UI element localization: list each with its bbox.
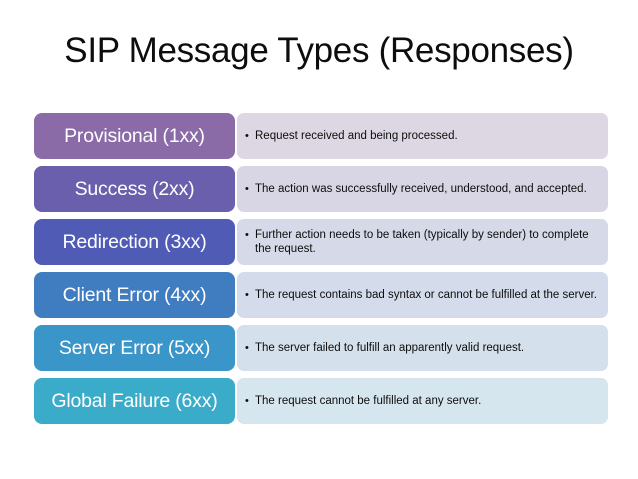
list-item: • Request received and being processed. Pr… — [34, 113, 608, 159]
response-description-panel: • The action was successfully received, u… — [237, 166, 608, 212]
bullet-line: • Further action needs to be taken (typic… — [245, 228, 598, 256]
response-description-text: Further action needs to be taken (typica… — [255, 229, 589, 255]
response-description-panel: • Further action needs to be taken (typic… — [237, 219, 608, 265]
response-class-label: Provisional (1xx) — [64, 125, 205, 147]
bullet-line: • Request received and being processed. — [245, 129, 458, 143]
response-description-text: The request contains bad syntax or canno… — [255, 289, 598, 301]
response-class-label: Client Error (4xx) — [62, 284, 207, 306]
response-class-badge: Global Failure (6xx) — [34, 378, 235, 424]
response-class-label: Redirection (3xx) — [62, 231, 207, 253]
response-class-label: Global Failure (6xx) — [51, 390, 218, 412]
response-class-badge: Client Error (4xx) — [34, 272, 235, 318]
bullet-icon: • — [245, 229, 249, 241]
response-description-panel: • Request received and being processed. — [237, 113, 608, 159]
response-class-badge: Success (2xx) — [34, 166, 235, 212]
response-description-text: Request received and being processed. — [255, 130, 458, 142]
response-class-badge: Provisional (1xx) — [34, 113, 235, 159]
list-item: • The request contains bad syntax or cann… — [34, 272, 608, 318]
response-class-label: Server Error (5xx) — [58, 337, 211, 359]
list-item: • Further action needs to be taken (typic… — [34, 219, 608, 265]
response-class-badge: Server Error (5xx) — [34, 325, 235, 371]
response-description-panel: • The request cannot be fulfilled at any … — [237, 378, 608, 424]
bullet-line: • The server failed to fulfill an apparen… — [245, 341, 524, 355]
page-title: SIP Message Types (Responses) — [64, 31, 574, 70]
response-description-text: The request cannot be fulfilled at any s… — [255, 395, 482, 407]
bullet-icon: • — [245, 395, 249, 407]
response-class-badge: Redirection (3xx) — [34, 219, 235, 265]
response-description-text: The server failed to fulfill an apparent… — [255, 342, 525, 354]
bullet-line: • The action was successfully received, u… — [245, 182, 587, 196]
response-description-panel: • The request contains bad syntax or cann… — [237, 272, 608, 318]
bullet-line: • The request cannot be fulfilled at any … — [245, 394, 481, 408]
response-class-label: Success (2xx) — [74, 178, 195, 200]
list-item: • The action was successfully received, u… — [34, 166, 608, 212]
list-item: • The request cannot be fulfilled at any … — [34, 378, 608, 424]
bullet-icon: • — [245, 130, 249, 142]
response-description-panel: • The server failed to fulfill an apparen… — [237, 325, 608, 371]
bullet-line: • The request contains bad syntax or cann… — [245, 288, 597, 302]
response-description-text: The action was successfully received, un… — [255, 183, 587, 195]
bullet-icon: • — [245, 289, 249, 301]
bullet-icon: • — [245, 342, 249, 354]
list-item: • The server failed to fulfill an apparen… — [34, 325, 608, 371]
response-class-list: • Request received and being processed. Pr… — [34, 113, 608, 431]
bullet-icon: • — [245, 183, 249, 195]
